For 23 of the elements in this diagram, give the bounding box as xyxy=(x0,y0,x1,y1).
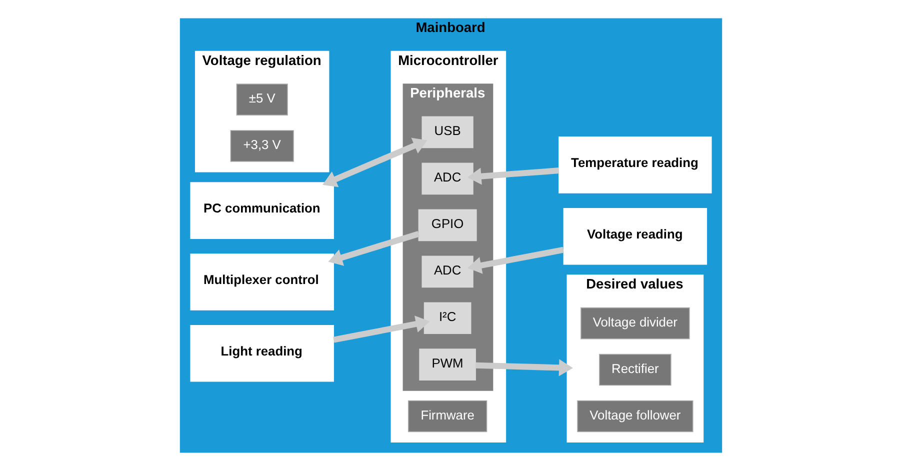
node-box: +3,3 V xyxy=(230,130,294,162)
arrow xyxy=(333,316,430,343)
node-box: USB xyxy=(422,116,474,148)
arrow xyxy=(476,359,573,376)
node-box: GPIO xyxy=(418,209,477,242)
node-box: Temperature reading xyxy=(558,136,712,194)
node-box: PC communication xyxy=(190,182,334,239)
node-box: Voltage reading xyxy=(563,208,708,265)
node-box: Multiplexer control xyxy=(190,254,334,310)
node-box: ADC xyxy=(422,162,474,195)
node-box: Voltage follower xyxy=(577,400,694,432)
node-box: ±5 V xyxy=(236,84,288,116)
node-box: PWM xyxy=(419,348,476,381)
node-box: ADC xyxy=(422,256,474,288)
arrow xyxy=(322,138,428,188)
arrow xyxy=(467,168,560,185)
node-box: Rectifier xyxy=(599,354,672,386)
node-box: Light reading xyxy=(190,325,334,382)
arrow xyxy=(467,246,564,274)
node-box: Firmware xyxy=(408,400,488,432)
arrow xyxy=(328,230,420,266)
node-box: Voltage divider xyxy=(580,307,690,340)
node-box: I²C xyxy=(424,302,472,334)
